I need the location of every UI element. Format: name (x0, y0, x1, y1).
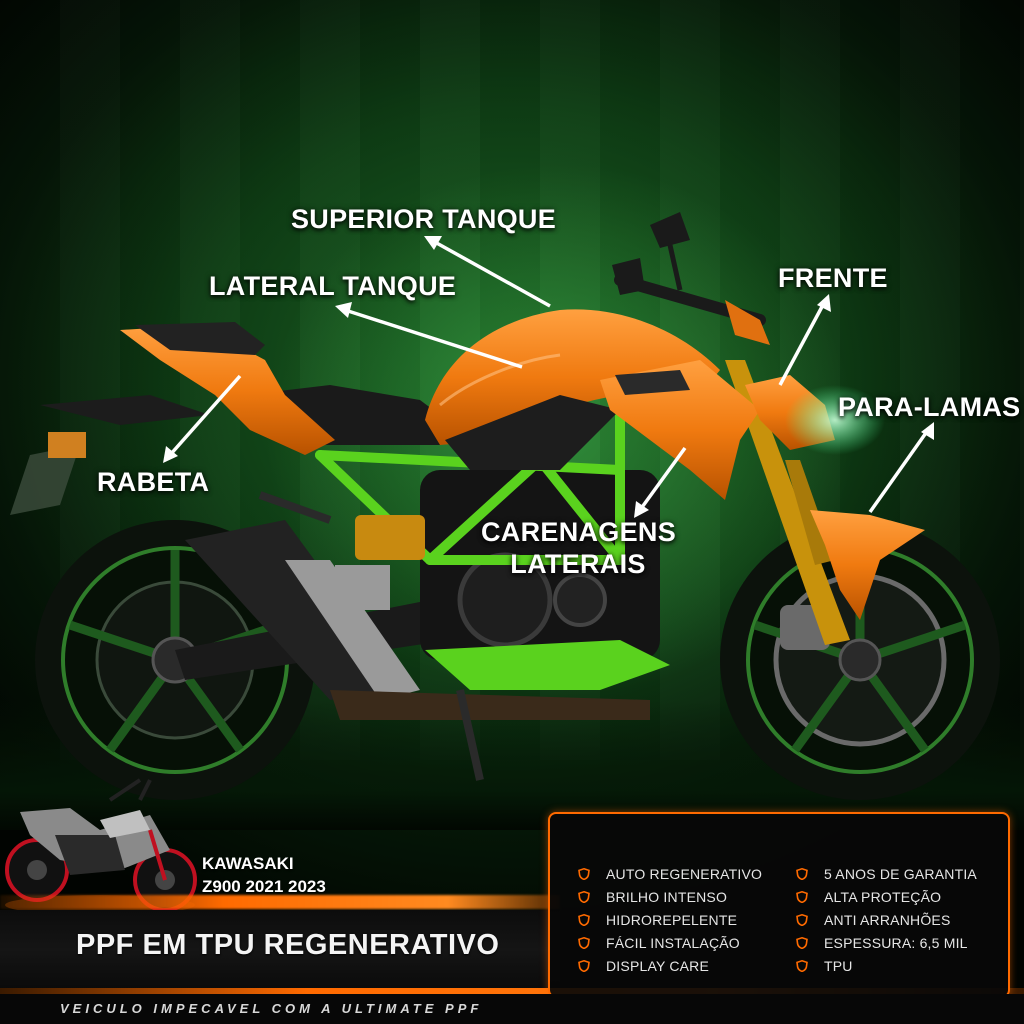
headlight-glow (785, 385, 885, 455)
shield-icon (578, 959, 590, 972)
fuel-tank (425, 309, 720, 445)
feature-item: TPU (796, 954, 977, 977)
shield-icon (578, 936, 590, 949)
shield-icon (578, 913, 590, 926)
shield-icon (796, 890, 808, 903)
feature-label: ALTA PROTEÇÃO (824, 888, 942, 905)
kickstand (456, 689, 484, 781)
tank-lower (445, 395, 620, 470)
model-brand: KAWASAKI (202, 854, 294, 873)
rear-shock (355, 515, 425, 560)
arrow-frente (778, 302, 826, 386)
tagline: VEICULO IMPECAVEL COM A ULTIMATE PPF (0, 994, 1024, 1024)
feature-label: FÁCIL INSTALAÇÃO (606, 934, 740, 951)
feature-item: ALTA PROTEÇÃO (796, 885, 977, 908)
rear-cowl-top (135, 322, 265, 355)
feature-item: DISPLAY CARE (578, 954, 762, 977)
arrow-rabeta (168, 374, 242, 457)
orange-glow-band (0, 895, 560, 909)
label-para-lamas: PARA-LAMAS (838, 392, 1021, 422)
model-name: KAWASAKI Z900 2021 2023 (202, 852, 326, 898)
features-left-column: AUTO REGENERATIVO BRILHO INTENSO HIDROREPE… (578, 862, 762, 977)
feature-item: ANTI ARRANHÕES (796, 908, 977, 931)
feature-label: ESPESSURA: 6,5 MIL (824, 934, 968, 951)
annotation-arrows (163, 236, 934, 518)
label-carenagens-line2: LATERAIS (510, 549, 646, 579)
front-wheel (720, 520, 1000, 800)
feature-item: BRILHO INTENSO (578, 885, 762, 908)
feature-item: FÁCIL INSTALAÇÃO (578, 931, 762, 954)
exhaust (185, 520, 650, 720)
feature-item: HIDROREPELENTE (578, 908, 762, 931)
label-carenagens-laterais: CARENAGENS LATERAIS (481, 516, 677, 580)
label-rabeta: RABETA (97, 467, 210, 497)
belly-pan (425, 640, 670, 690)
shield-icon (796, 913, 808, 926)
feature-label: BRILHO INTENSO (606, 888, 728, 905)
shield-icon (796, 959, 808, 972)
shield-icon (796, 867, 808, 880)
arrow-lateral-tanque (344, 308, 523, 369)
arrow-superior-tanque (432, 239, 551, 308)
handlebar (612, 212, 770, 345)
product-title: PPF EM TPU REGENERATIVO (76, 929, 500, 961)
side-shroud (600, 360, 760, 500)
tail-section (10, 395, 210, 515)
footpeg (258, 491, 332, 524)
feature-item: AUTO REGENERATIVO (578, 862, 762, 885)
title-band (0, 910, 560, 990)
label-carenagens-line1: CARENAGENS (481, 517, 677, 547)
features-panel: AUTO REGENERATIVO BRILHO INTENSO HIDROREPE… (548, 812, 1010, 998)
shield-icon (578, 890, 590, 903)
feature-label: DISPLAY CARE (606, 957, 710, 974)
arrow-carenagens (638, 446, 687, 512)
shield-icon (796, 936, 808, 949)
feature-label: TPU (824, 957, 853, 974)
orange-divider (0, 988, 1024, 994)
front-fender (810, 510, 925, 620)
feature-label: HIDROREPELENTE (606, 911, 738, 928)
feature-label: 5 ANOS DE GARANTIA (824, 865, 977, 882)
model-year: Z900 2021 2023 (202, 877, 326, 896)
arrow-para-lamas (868, 428, 930, 514)
feature-item: ESPESSURA: 6,5 MIL (796, 931, 977, 954)
features-right-column: 5 ANOS DE GARANTIA ALTA PROTEÇÃO ANTI ARRA… (796, 862, 977, 977)
feature-label: ANTI ARRANHÕES (824, 911, 951, 928)
label-lateral-tanque: LATERAL TANQUE (209, 271, 457, 301)
shield-icon (578, 867, 590, 880)
label-frente: FRENTE (778, 263, 888, 293)
feature-label: AUTO REGENERATIVO (606, 865, 763, 882)
feature-item: 5 ANOS DE GARANTIA (796, 862, 977, 885)
label-superior-tanque: SUPERIOR TANQUE (291, 204, 557, 234)
